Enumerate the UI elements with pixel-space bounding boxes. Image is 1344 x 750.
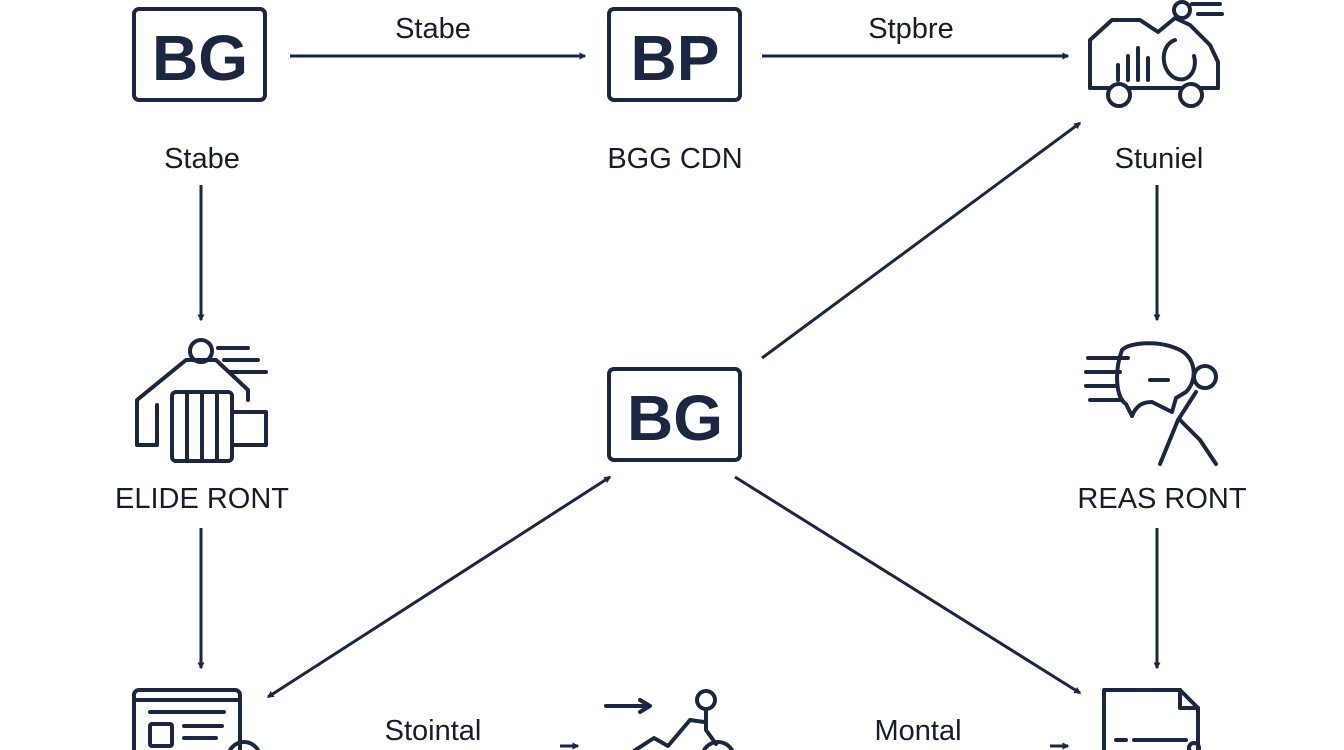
node-growth [604,689,735,750]
edge-center-to-van [761,121,1082,360]
runner-head-icon [1084,341,1218,466]
edge-label-montal: Montal [874,715,961,747]
bg-center-box-text: BG [627,382,723,454]
document-icon [1102,688,1201,750]
node-label-stabe: Stabe [164,143,240,175]
edge-label-stointal: Stointal [385,715,482,747]
bp-box-text: BP [631,22,720,94]
edge-label-stpbre: Stpbre [868,13,953,45]
edges [197,52,1161,750]
node-bp-top: BP BGG CDN [607,7,743,175]
edge-label-stabe: Stabe [395,13,471,45]
node-document [1102,688,1201,750]
node-runner: REAS RONT [1077,341,1247,515]
warehouse-icon [135,338,268,463]
node-bg-center: BG [607,367,742,462]
edge-center-to-document [734,475,1082,695]
node-browser [132,688,261,750]
edge-center-browser-bidirectional [266,475,612,699]
node-warehouse: ELIDE RONT [115,338,289,515]
browser-window-icon [132,688,261,750]
bg-box [132,7,267,102]
bp-box [607,7,742,102]
node-label-bgg-cdn: BGG CDN [607,143,742,175]
growth-chart-icon [604,689,735,750]
bg-center-box [607,367,742,462]
node-label-stuniel: Stuniel [1115,143,1204,175]
node-van: Stuniel [1088,0,1224,175]
node-bg-top: BG Stabe [132,7,267,175]
delivery-van-icon [1088,0,1224,108]
node-label-elide-ront: ELIDE RONT [115,483,289,515]
bg-box-text: BG [152,22,248,94]
node-label-reas-ront: REAS RONT [1077,483,1246,515]
